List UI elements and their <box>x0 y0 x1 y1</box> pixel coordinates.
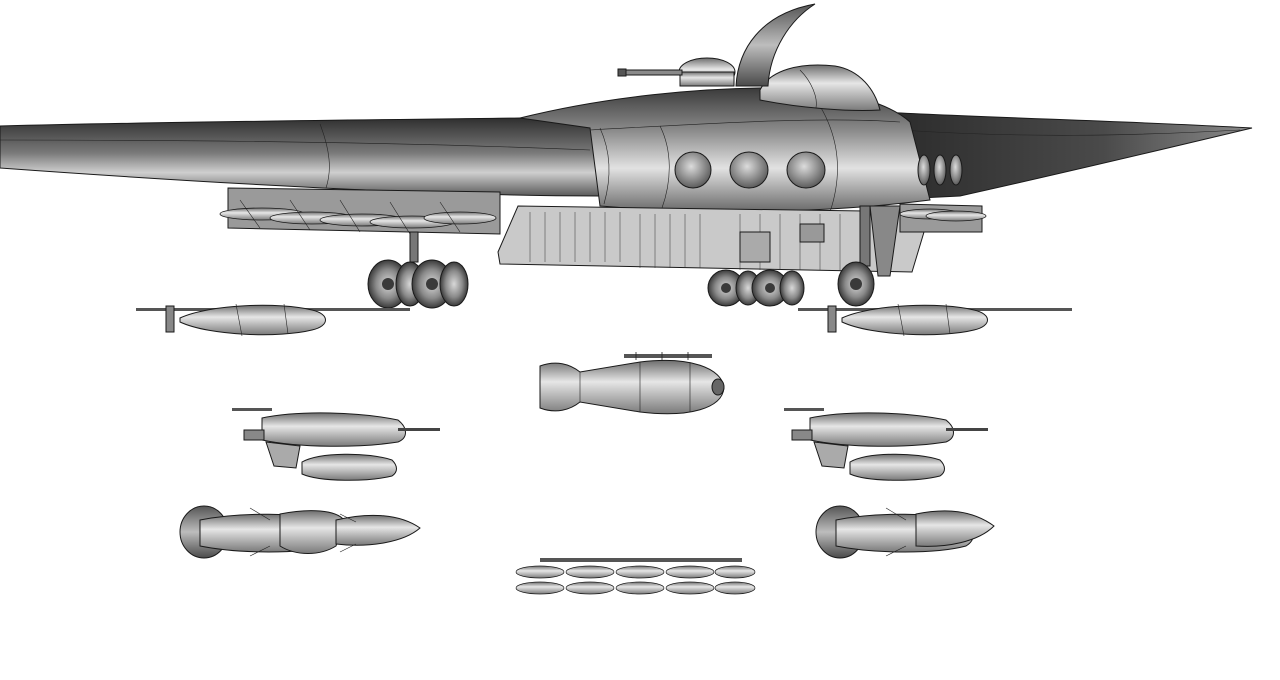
right-wing <box>879 111 1253 201</box>
gun-turret <box>617 57 736 87</box>
finned-bomb-cluster-left <box>179 505 421 559</box>
winged-store-right <box>798 303 1072 337</box>
canopy-hatch <box>735 3 816 87</box>
heavy-bomb <box>539 352 725 415</box>
winged-store-left <box>136 303 410 337</box>
landing-gear <box>367 205 901 309</box>
guided-bomb-assembly-right <box>784 408 988 481</box>
fuselage-portholes <box>674 151 963 189</box>
left-wing-missile-rack <box>219 187 501 235</box>
left-wing <box>0 117 601 197</box>
right-wing-missile-rack <box>899 203 987 233</box>
finned-bomb-cluster-right <box>815 505 995 559</box>
small-bomb-rack <box>515 558 756 595</box>
bomb-bay <box>497 205 931 273</box>
flying-wing-aircraft <box>0 3 1253 309</box>
cockpit-dome <box>759 64 881 112</box>
guided-bomb-assembly-left <box>232 408 440 481</box>
